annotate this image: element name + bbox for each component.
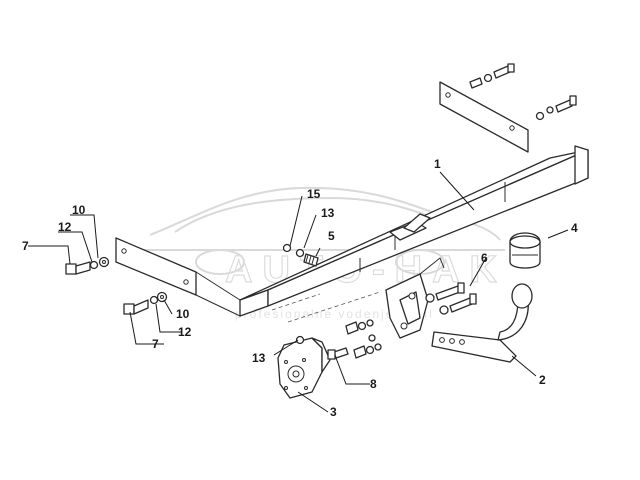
watermark-subtext: profesionalne vodenje vozil (235, 307, 434, 321)
main-cross-bar (115, 81, 589, 323)
socket-washer-13 (295, 335, 305, 345)
callout-13-upper: 13 (321, 206, 335, 220)
ball-neck (431, 283, 533, 363)
bracket-nuts (345, 319, 382, 359)
callout-15: 15 (307, 187, 321, 201)
bracket-bolts-6 (425, 282, 477, 315)
ball-head-cover (509, 232, 541, 269)
callout-13-lower: 13 (252, 351, 266, 365)
callout-3: 3 (330, 405, 337, 419)
left-bolt-lower (123, 291, 168, 315)
socket-plate (277, 337, 331, 399)
left-bolt-upper (65, 256, 110, 275)
callout-6: 6 (481, 251, 488, 265)
callouts: 1 2 3 4 5 6 7 7 8 10 10 12 12 13 13 15 (22, 157, 578, 419)
callout-7-upper: 7 (22, 239, 29, 253)
ball-mount-bracket (385, 257, 445, 339)
spacer-spring (282, 243, 319, 267)
callout-12-lower: 12 (178, 325, 192, 339)
callout-7-lower: 7 (152, 337, 159, 351)
leader-lines (28, 171, 569, 413)
callout-12-upper: 12 (58, 220, 72, 234)
callout-10-upper: 10 (72, 203, 86, 217)
callout-1: 1 (434, 157, 441, 171)
right-bracket-bolts (469, 63, 577, 121)
socket-bolt-8 (327, 347, 349, 360)
callout-5: 5 (328, 229, 335, 243)
watermark: AUTO-HAK profesionalne vodenje vozil (140, 186, 505, 321)
callout-2: 2 (539, 373, 546, 387)
callout-10-lower: 10 (176, 307, 190, 321)
callout-4: 4 (571, 221, 578, 235)
callout-8: 8 (370, 377, 377, 391)
